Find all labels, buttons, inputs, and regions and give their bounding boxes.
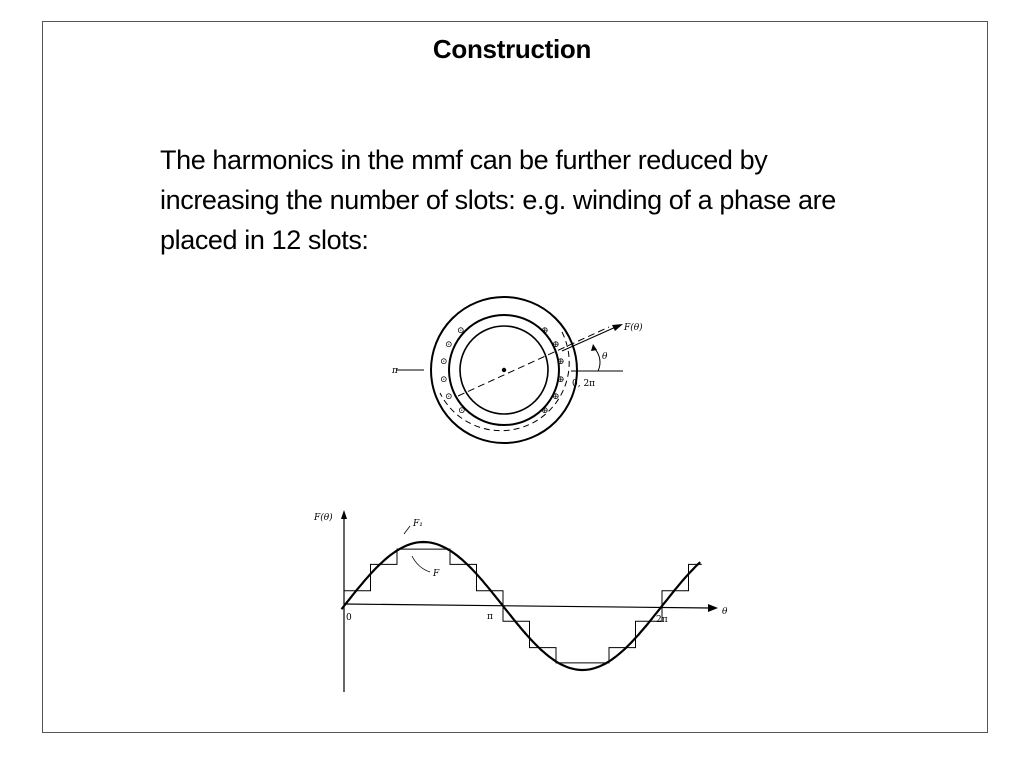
slide-title: Construction [432,34,592,64]
fundamental-label: F₁ [412,519,423,529]
stator-angle-label: θ [602,352,608,362]
conductor-dot-icon: ⊙ [458,406,466,416]
slide-body-text: The harmonics in the mmf can be further … [160,140,920,260]
f1-pointer [403,525,411,535]
conductor-dot-icon: ⊙ [440,357,448,367]
fundamental-sine-wave [340,540,701,672]
x-axis-arrow-icon [708,604,718,612]
conductor-cross-icon: ⊕ [557,357,565,367]
right-reference-label: 0, 2π [572,379,595,389]
body-line-2: increasing the number of slots: e.g. win… [160,185,836,215]
angle-arrow-icon [591,344,597,351]
f-pointer [411,555,431,573]
conductor-dot-icon: ⊙ [440,375,448,385]
conductor-cross-icon: ⊕ [552,340,560,350]
conductor-cross-icon: ⊕ [541,326,549,336]
conductor-cross-icon: ⊕ [552,392,560,402]
x-axis [343,603,711,609]
mmf-axis-dashed [457,326,610,397]
stator-inner-circle [448,314,560,426]
tick-two-pi-label: 2π [656,615,668,625]
rotor-circle [459,325,549,415]
waveform-y-axis-label: F(θ) [313,512,333,523]
tick-zero-label: 0 [346,613,352,623]
tick-pi-label: π [487,612,493,622]
winding-path-dashed [439,331,570,432]
stepped-mmf-wave [343,548,702,664]
waveform-x-axis-label: θ [722,607,728,617]
conductor-dot-icon: ⊙ [457,326,465,336]
conductor-cross-icon: ⊕ [541,406,549,416]
body-line-1: The harmonics in the mmf can be further … [160,145,768,175]
y-axis-arrow-icon [341,510,347,519]
stator-outer-circle [430,296,578,444]
left-reference-label: π [391,366,399,376]
stator-axis-label: F(θ) [623,322,643,333]
arrow-head-icon [612,324,623,331]
rotor-center-dot [501,367,507,373]
angle-arc [593,347,601,372]
body-line-3: placed in 12 slots: [160,225,369,255]
slot-conductors: ⊙ ⊙ ⊙ ⊙ ⊙ ⊙ ⊕ ⊕ ⊕ ⊕ ⊕ ⊕ [440,326,565,416]
slide-frame [42,21,988,733]
stepped-label: F [432,569,440,579]
stator-cross-section-figure: F(θ) θ π 0, 2π ⊙ ⊙ ⊙ ⊙ ⊙ ⊙ ⊕ ⊕ ⊕ ⊕ ⊕ ⊕ [391,296,643,444]
conductor-dot-icon: ⊙ [445,392,453,402]
conductor-cross-icon: ⊕ [557,375,565,385]
mmf-waveform-figure: F(θ) θ F₁ F 0 π 2π [313,510,728,692]
conductor-dot-icon: ⊙ [445,340,453,350]
mmf-axis-solid [561,325,619,352]
